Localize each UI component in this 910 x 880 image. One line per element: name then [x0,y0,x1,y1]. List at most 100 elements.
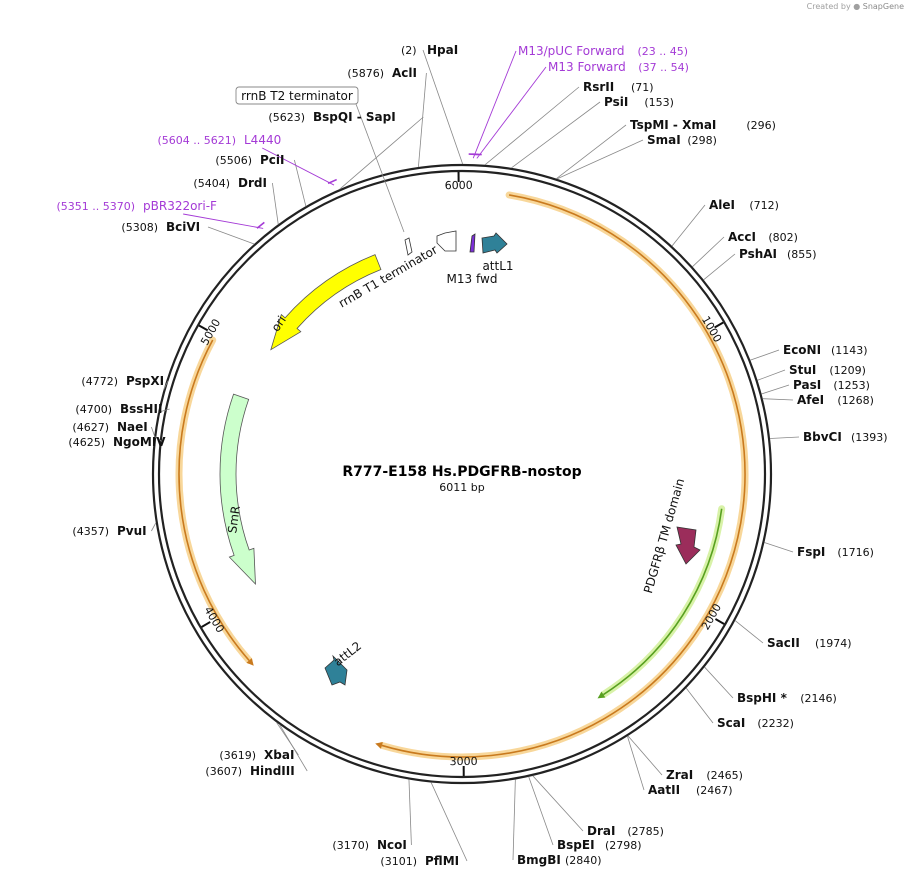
primer-leader-0 [472,50,517,159]
plasmid-length: 6011 bp [439,481,484,494]
enzyme-hindiii: HindIII [250,764,295,778]
feature-rrnb-t2-mark [404,237,413,256]
enzyme-acci: AccI [728,230,756,244]
leader-bspqi [339,116,424,190]
tick-label-3000: 3000 [450,755,478,768]
leader-sacii [734,620,764,644]
primer-pbr322ori-f: pBR322ori-F [143,199,217,213]
enzyme-pspxi: PspXI [126,374,164,388]
enzyme-pos-bspqi: (5623) [268,111,305,124]
enzyme-pos-alei: (712) [749,199,779,212]
enzyme-pos-bcivi: (5308) [121,221,158,234]
leader-smai [556,139,644,180]
leader-pflmi [430,782,468,862]
enzyme-pos-acli: (5876) [347,67,384,80]
orf-left [178,339,250,662]
tick-1000 [714,321,724,329]
enzyme-pos-bspei: (2798) [605,839,642,852]
enzyme-bbvci: BbvCI [803,430,842,444]
leader-bmgbi [512,779,516,861]
backbone-inner-ring [157,169,767,779]
primer-leader-2 [262,147,335,186]
enzyme-tspmi: TspMI - XmaI [630,118,716,132]
leader-bsshii [158,408,170,413]
credit-prefix: Created by [806,2,851,11]
tick-label-6000: 6000 [445,179,473,192]
leader-stui [757,369,786,381]
leader-econi [750,349,780,361]
leader-alei [671,204,706,247]
enzyme-pos-sacii: (1974) [815,637,852,650]
backbone-group [151,163,773,785]
enzyme-pos-acci: (802) [768,231,798,244]
enzyme-pos-rsrii: (71) [631,81,654,94]
enzyme-pos-econi: (1143) [831,344,868,357]
enzyme-xbai: XbaI [264,748,294,762]
leader-pasi [761,384,790,395]
primer-l4440: L4440 [244,133,281,147]
leader-afei [762,398,794,401]
primer-m13-forward: M13 Forward [548,60,626,74]
leader-ncoi [408,779,412,846]
enzyme-rsrii: RsrII [583,80,614,94]
feature-ori [270,254,382,351]
label-rrnb-t2: rrnB T2 terminator [241,89,353,103]
enzyme-afei: AfeI [797,393,824,407]
primer-range-3: (5351 .. 5370) [56,200,135,213]
enzyme-pos-smai: (298) [687,134,717,147]
leader-rsrii [484,86,580,166]
enzyme-fspi: FspI [797,545,825,559]
leader-scai [685,687,714,724]
enzyme-stui: StuI [789,363,816,377]
backbone-outer-ring [151,163,773,785]
plasmid-name: R777-E158 Hs.PDGFRB-nostop [342,464,581,480]
enzyme-pvui: PvuI [117,524,147,538]
enzyme-pos-pflmi: (3101) [380,855,417,868]
enzyme-pos-naei: (4627) [72,421,109,434]
enzyme-smai: SmaI [647,133,681,147]
label-attl1: attL1 [482,259,513,273]
leader-pvui [151,522,157,532]
primer-m13-puc-forward: M13/pUC Forward [518,44,625,58]
enzyme-hpai: HpaI [427,43,458,57]
enzyme-drai: DraI [587,824,615,838]
enzyme-pos-pshai: (855) [787,248,817,261]
enzyme-pos-ncoi: (3170) [332,839,369,852]
enzyme-bmgbi: BmgBI [517,853,561,867]
label-attl2: attL2 [331,639,364,669]
orf-outer-right-arrowhead [375,742,383,749]
enzyme-pos-zrai: (2465) [706,769,743,782]
enzyme-pos-bsphi: (2146) [800,692,837,705]
enzyme-drdi: DrdI [238,176,267,190]
gene-insert-arrowhead [597,691,606,699]
feature-m13-fwd [469,233,476,253]
enzyme-pos-xbai: (3619) [219,749,256,762]
enzyme-pos-afei: (1268) [837,394,874,407]
enzyme-ncoi: NcoI [377,838,407,852]
enzyme-pos-drai: (2785) [627,825,664,838]
leader-pspxi [163,380,169,390]
leader-bspei [528,776,554,846]
enzyme-pcii: PciI [260,153,285,167]
enzyme-pos-hindiii: (3607) [205,765,242,778]
credit-brand: SnapGene [862,2,904,11]
tick-4000 [201,621,211,628]
leader-hindiii [279,724,308,772]
enzyme-acli: AclI [392,66,417,80]
leader-aatii [627,736,645,791]
enzyme-psii: PsiI [604,95,628,109]
enzyme-pos-ngomiv: (4625) [68,436,105,449]
enzyme-pos-pcii: (5506) [215,154,252,167]
enzyme-pos-tspmi: (296) [746,119,776,132]
label-m13-fwd: M13 fwd [447,272,498,286]
primer-range-1: (37 .. 54) [638,61,689,74]
feature-attL1 [481,232,508,254]
enzyme-pos-psii: (153) [644,96,674,109]
leader-pshai [703,253,736,281]
leader-psii [511,101,601,169]
leader-tspmi [556,124,627,180]
enzyme-pos-hpai: (2) [401,44,417,57]
enzyme-pos-bmgbi: (2840) [565,854,602,867]
enzyme-bsphi: BspHI * [737,691,788,705]
tick-5000 [198,324,209,332]
